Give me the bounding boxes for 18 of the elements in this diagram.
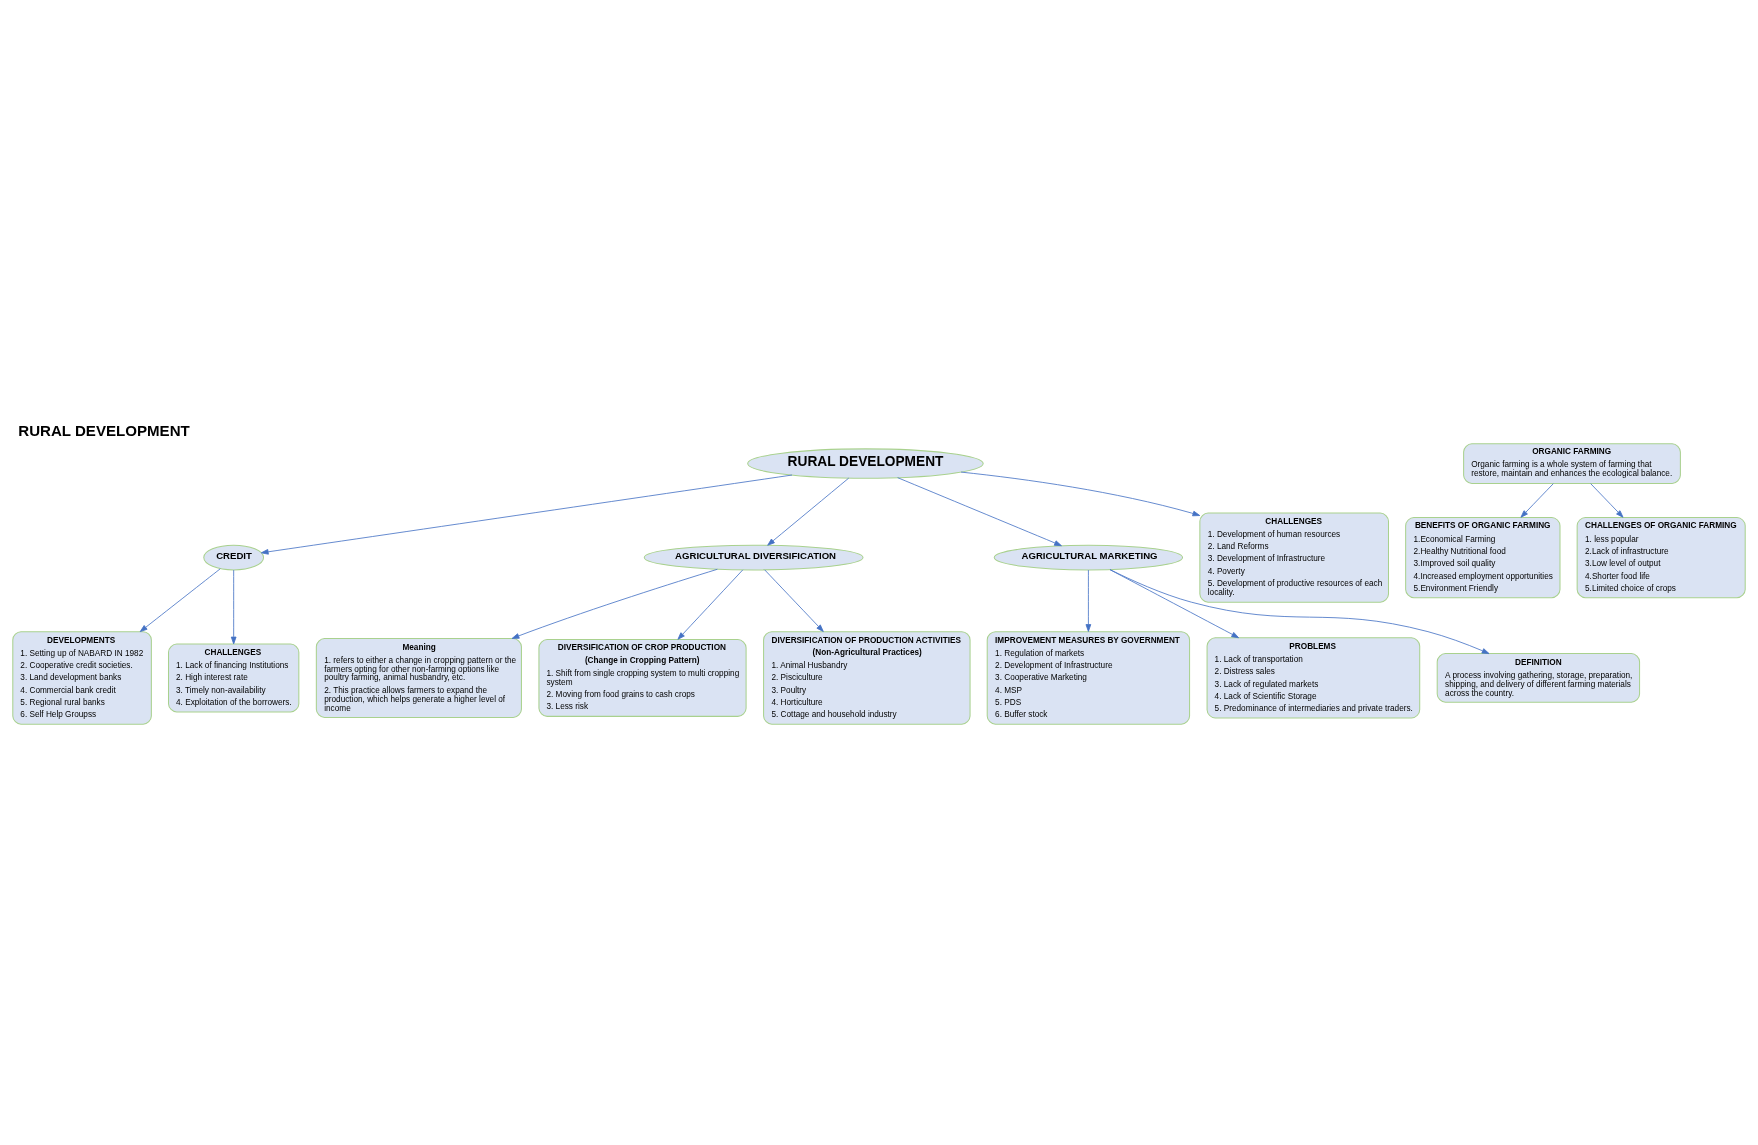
arrow bbox=[139, 567, 221, 632]
node-ellipse: RURAL DEVELOPMENT bbox=[747, 447, 984, 479]
arrow bbox=[960, 471, 1201, 516]
arrow bbox=[767, 477, 850, 546]
arrow bbox=[677, 568, 744, 640]
arrow bbox=[897, 476, 1062, 546]
arrow bbox=[764, 568, 824, 632]
node-ellipse: AGRICULTURAL MARKETING bbox=[993, 544, 1184, 570]
arrow bbox=[511, 568, 718, 639]
arrow bbox=[1590, 482, 1624, 518]
node-ellipse: AGRICULTURAL DIVERSIFICATION bbox=[643, 544, 864, 570]
arrow bbox=[230, 569, 237, 644]
node-ellipse: CREDIT bbox=[203, 544, 265, 570]
arrow bbox=[1085, 569, 1092, 632]
arrow bbox=[260, 474, 793, 555]
diagram-title: RURAL DEVELOPMENT bbox=[18, 421, 190, 439]
arrow bbox=[1109, 568, 1490, 654]
arrow bbox=[1520, 482, 1554, 518]
